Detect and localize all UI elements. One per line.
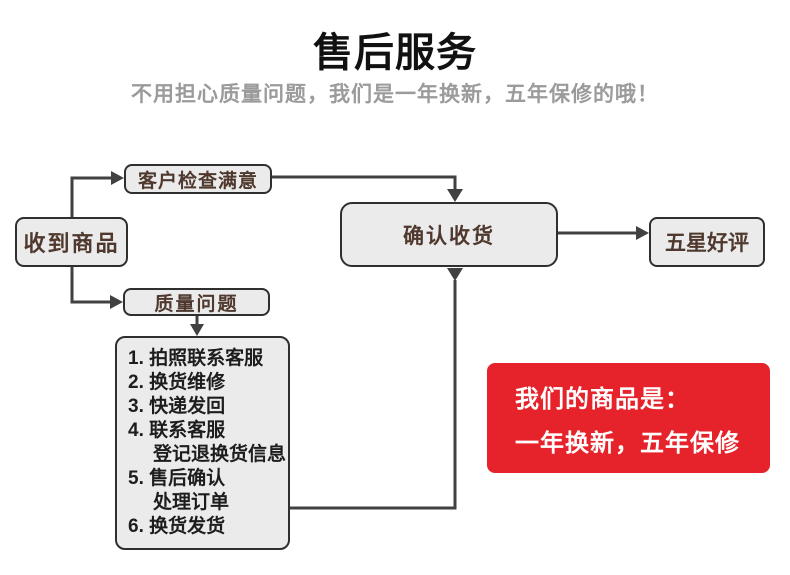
service-step-continuation: 登记退换货信息 — [153, 444, 287, 465]
service-step: 1. 拍照联系客服 — [128, 348, 264, 369]
connector-steps-to-confirm — [290, 280, 457, 510]
connector-receive-to-issue — [70, 267, 111, 304]
flow-node-quality-issue: 质量问题 — [123, 288, 270, 316]
arrowhead-right-star-icon — [636, 226, 649, 240]
service-step: 4. 联系客服 — [128, 420, 226, 441]
connector-receive-to-check — [70, 176, 112, 217]
connector-check-to-confirm — [272, 175, 457, 190]
page-subtitle: 不用担心质量问题，我们是一年换新，五年保修的哦！ — [131, 83, 659, 106]
service-step: 2. 换货维修 — [128, 372, 226, 393]
service-step: 5. 售后确认 — [128, 468, 226, 489]
arrowhead-down-steps-icon — [190, 324, 204, 336]
flow-node-customer-check-satisfied: 客户检查满意 — [124, 164, 272, 194]
arrowhead-down-confirm-icon — [447, 189, 463, 202]
promo-line-1: 我们的商品是： — [515, 385, 690, 413]
arrowhead-right-issue-icon — [110, 295, 123, 309]
arrowhead-right-check-icon — [111, 171, 124, 185]
flow-node-five-star-review: 五星好评 — [649, 217, 765, 267]
service-steps-box: 1. 拍照联系客服 2. 换货维修 3. 快递发回 4. 联系客服 登记退换货信… — [115, 336, 290, 550]
promo-box: 我们的商品是： 一年换新，五年保修 — [487, 363, 770, 473]
flow-node-confirm-receipt: 确认收货 — [340, 202, 558, 267]
service-step: 6. 换货发货 — [128, 516, 226, 537]
service-step-continuation: 处理订单 — [153, 492, 230, 513]
page-title: 售后服务 — [313, 31, 477, 75]
service-step: 3. 快递发回 — [128, 396, 226, 417]
arrowhead-up-confirm-icon — [447, 268, 463, 281]
flow-node-receive-goods: 收到商品 — [15, 217, 128, 267]
promo-line-2: 一年换新，五年保修 — [515, 429, 740, 457]
